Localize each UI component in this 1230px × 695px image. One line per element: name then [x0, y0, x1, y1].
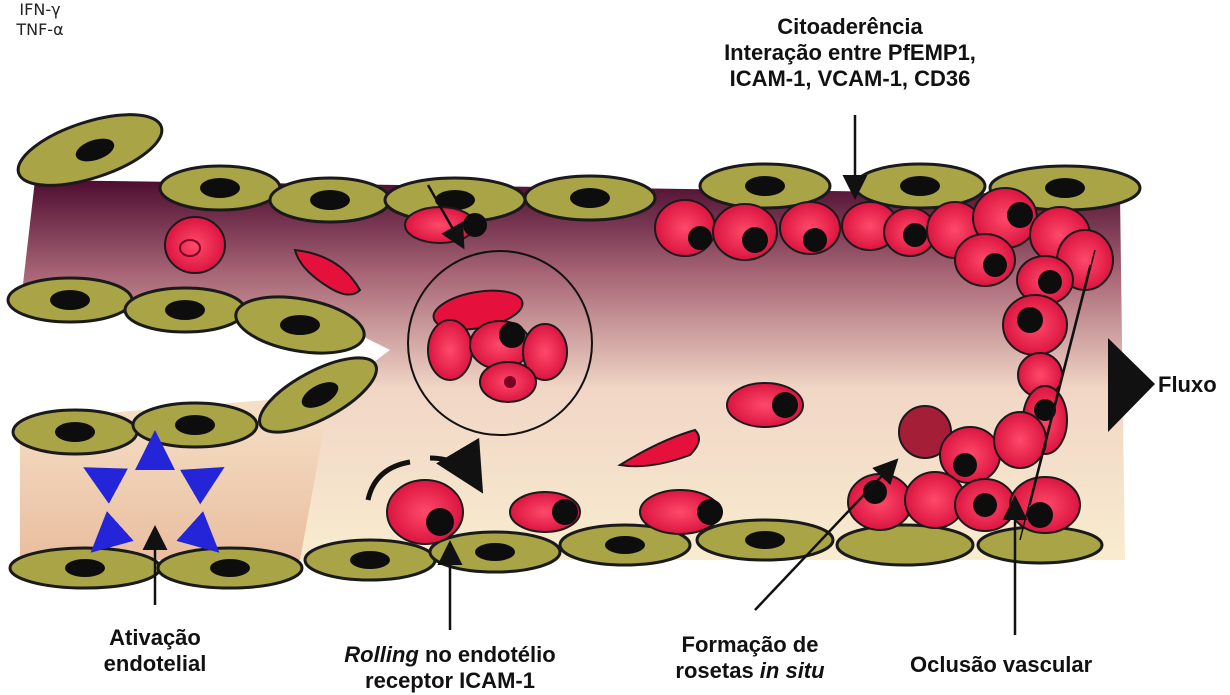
rosettes-plain: rosetas: [675, 658, 759, 683]
endothelial-nucleus: [310, 190, 350, 210]
endothelial-nucleus: [65, 559, 105, 577]
cytoadherence-line1: Interação entre PfEMP1,: [670, 40, 1030, 66]
cytoadherence-line2: ICAM-1, VCAM-1, CD36: [670, 66, 1030, 92]
endothelial-nucleus: [280, 315, 320, 335]
flow-arrow-icon: [1108, 338, 1155, 432]
activation-label: Ativação endotelial: [80, 625, 230, 677]
endothelial-nucleus: [745, 176, 785, 196]
erythrocyte: [387, 480, 463, 544]
activation-line2: endotelial: [80, 651, 230, 677]
erythrocyte: [994, 412, 1046, 468]
endothelial-cell: [837, 525, 973, 565]
endothelial-nucleus: [55, 422, 95, 442]
endothelial-nucleus: [50, 290, 90, 310]
cytoadherence-title: Citoaderência: [670, 14, 1030, 40]
rosettes-italic: in situ: [760, 658, 825, 683]
occlusion-label: Oclusão vascular: [910, 652, 1092, 678]
endothelial-nucleus: [165, 300, 205, 320]
rolling-line2: receptor ICAM-1: [300, 668, 600, 694]
endothelial-nucleus: [475, 543, 515, 561]
endothelial-nucleus: [350, 551, 390, 569]
rolling-rest: no endotélio: [419, 642, 556, 667]
endothelial-nucleus: [900, 176, 940, 196]
flow-label: Fluxo: [1158, 372, 1217, 398]
endothelial-nucleus: [200, 178, 240, 198]
erythrocyte: [165, 217, 225, 273]
endothelial-nucleus: [210, 559, 250, 577]
endothelial-nucleus: [175, 415, 215, 435]
endothelial-nucleus: [745, 531, 785, 549]
rosettes-line1: Formação de: [650, 632, 850, 658]
erythrocyte: [428, 320, 472, 380]
endothelial-nucleus: [1045, 178, 1085, 198]
cytoadherence-label: Citoaderência Interação entre PfEMP1, IC…: [670, 14, 1030, 92]
activation-line1: Ativação: [80, 625, 230, 651]
rolling-italic: Rolling: [344, 642, 419, 667]
endothelial-nucleus: [570, 188, 610, 208]
endothelial-nucleus: [605, 536, 645, 554]
rolling-label: Rolling no endotélio receptor ICAM-1: [300, 642, 600, 694]
rosettes-label: Formação de rosetas in situ: [650, 632, 850, 684]
